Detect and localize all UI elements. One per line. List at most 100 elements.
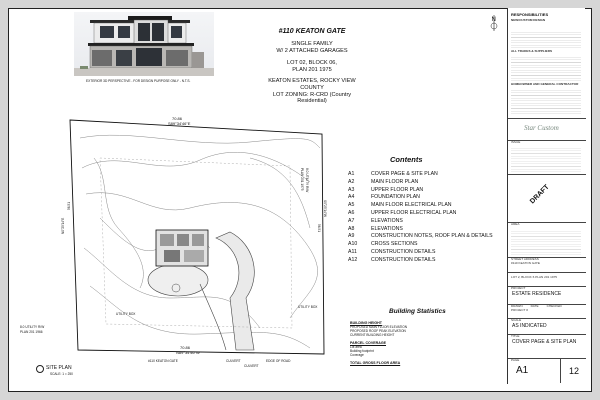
building-type: SINGLE FAMILY	[291, 41, 333, 48]
stats-line: CURRENT BUILDING HEIGHT	[350, 333, 395, 337]
svg-text:N: N	[492, 17, 496, 23]
contents-code: A12	[348, 256, 358, 263]
contents-code: A4	[348, 194, 355, 201]
contents-code: A7	[348, 217, 355, 224]
scale-row: SCALE AS INDICATED	[508, 318, 586, 332]
section-marker-icon	[36, 365, 44, 373]
contents-label: CONSTRUCTION DETAILS	[371, 248, 436, 255]
utility-box-label-right: UTILITY BOX	[298, 305, 318, 309]
stats-line: PROPOSED ROOF PEAK ELEVATION	[350, 329, 406, 333]
notes-text-block	[511, 55, 581, 81]
project-number-label: PROJECT #	[511, 307, 528, 312]
estates-line: KEATON ESTATES, ROCKY VIEW	[268, 78, 356, 85]
contents-label: ELEVATIONS	[371, 217, 403, 224]
contents-row: A3 UPPER FLOOR PLAN	[348, 187, 498, 195]
checked-label: CHECKED	[546, 304, 562, 308]
bottom-bearing: N89°34'46"W	[176, 350, 200, 355]
site-plan-label: SITE PLAN	[46, 365, 72, 371]
area-label: AREA	[511, 222, 520, 226]
page-label: PAGE	[511, 358, 520, 362]
contents-row: A4 FOUNDATION PLAN	[348, 194, 498, 202]
contents-title: Contents	[390, 155, 423, 164]
contents-label: CONSTRUCTION DETAILS	[371, 256, 436, 263]
contents-code: A3	[348, 186, 355, 193]
north-arrow-icon: N	[488, 14, 500, 32]
draft-stamp: DRAFT	[528, 183, 551, 206]
contents-label: MAIN FLOOR ELECTRICAL PLAN	[371, 202, 452, 209]
utility-row-label: 8.0 UTILITY R/W	[305, 168, 309, 193]
issue-table	[511, 146, 581, 172]
contents-label: UPPER FLOOR ELECTRICAL PLAN	[371, 209, 457, 216]
project-label: PROJECT	[511, 286, 526, 290]
contents-code: A10	[348, 241, 358, 248]
project-value: ESTATE RESIDENCE	[512, 290, 562, 297]
homeowner-heading: HOMEOWNER AND GENERAL CONTRACTOR	[511, 82, 579, 86]
contents-row: A11 CONSTRUCTION DETAILS	[348, 249, 498, 257]
stamp-box: DRAFT	[508, 174, 586, 220]
contents-code: A1	[348, 171, 355, 177]
left-bearing: N0°25'14"E	[61, 217, 65, 234]
drawn-label: DRAWN	[511, 304, 523, 308]
contents-row: A6 UPPER FLOOR ELECTRICAL PLAN	[348, 210, 498, 218]
sheet-title: COVER PAGE & SITE PLAN	[512, 338, 577, 345]
contents-label: ELEVATIONS	[371, 225, 403, 232]
street-address-value: #110 KEATON GATE	[511, 260, 540, 265]
title-label: TITLE	[511, 334, 520, 338]
contents-label: UPPER FLOOR PLAN	[371, 186, 424, 193]
stats-line: Lot area	[350, 345, 362, 349]
notes-text-block	[511, 30, 581, 48]
site-plan-scale: SCALE: 1 = 250	[50, 372, 73, 376]
title-row: TITLE COVER PAGE & SITE PLAN	[508, 334, 586, 350]
legal-row: LOT 2, BLOCK 6 PLAN 201 1975	[508, 272, 586, 282]
stats-coverage-heading: PARCEL COVERAGE	[350, 341, 387, 345]
county-line: COUNTY	[300, 84, 324, 91]
contents-code: A2	[348, 178, 355, 185]
area-table	[511, 229, 581, 255]
area-row: AREA	[508, 222, 586, 228]
culvert-right: CULVERT	[244, 364, 259, 368]
render-caption: EXTERIOR 3D PERSPECTIVE - FOR DESIGN PUR…	[86, 79, 191, 83]
contents-label: MAIN FLOOR PLAN	[371, 178, 419, 185]
left-utility-label: 8.0 UTILITY R/W	[20, 325, 45, 329]
zoning-line: LOT ZONING: R-CRD (Country	[272, 91, 352, 98]
culvert-left: CULVERT	[226, 359, 241, 363]
plan-number: PLAN 201 1975	[292, 66, 332, 73]
sheet-count-box: 12	[560, 359, 586, 383]
notes-text-block	[511, 88, 581, 114]
stats-title: Building Statistics	[389, 308, 446, 315]
responsibilities-heading: RESPONSIBILITIES	[511, 12, 549, 17]
stats-line: PROPOSED MAIN FLOOR ELEVATION	[350, 325, 408, 329]
date-label: DATE	[530, 304, 539, 308]
contents-row: A12 CONSTRUCTION DETAILS	[348, 257, 498, 265]
contents-row: A5 MAIN FLOOR ELECTRICAL PLAN	[348, 202, 498, 210]
left-length: 56.51	[67, 202, 71, 210]
contents-row: A2 MAIN FLOOR PLAN	[348, 179, 498, 187]
contents-code: A6	[348, 209, 355, 216]
logo-box: Star Custom	[508, 118, 586, 140]
legal-description: LOT 2, BLOCK 6 PLAN 201 1975	[511, 275, 558, 279]
contents-code: A5	[348, 202, 355, 209]
top-dimension: 70.86	[172, 116, 183, 121]
contents-code: A11	[348, 248, 357, 255]
right-length: 56.51	[317, 224, 321, 232]
stats-line: Building footprint	[350, 349, 374, 353]
contents-label: FOUNDATION PLAN	[371, 194, 420, 201]
issue-row: ISSUE	[508, 140, 586, 146]
building-type-detail: W/ 2 ATTACHED GARAGES	[276, 48, 348, 55]
edge-of-road: EDGE OF ROAD	[266, 359, 291, 363]
street-address-row: STREET ADDRESS #110 KEATON GATE	[508, 257, 586, 269]
contents-label: CONSTRUCTION NOTES, ROOF PLAN & DETAILS	[371, 233, 493, 240]
page-row: PAGE A1 12	[508, 358, 586, 383]
project-summary: #110 KEATON GATE SINGLE FAMILY W/ 2 ATTA…	[212, 28, 412, 105]
zoning-detail: Residential)	[297, 98, 327, 105]
street-address-label: STREET ADDRESS	[511, 257, 539, 261]
scale-label: SCALE	[511, 318, 522, 322]
utility-row-plan: PLAN 201 1975	[300, 168, 304, 191]
contents-row: A7 ELEVATIONS	[348, 218, 498, 226]
lot-block: LOT 02, BLOCK 06,	[287, 59, 337, 66]
